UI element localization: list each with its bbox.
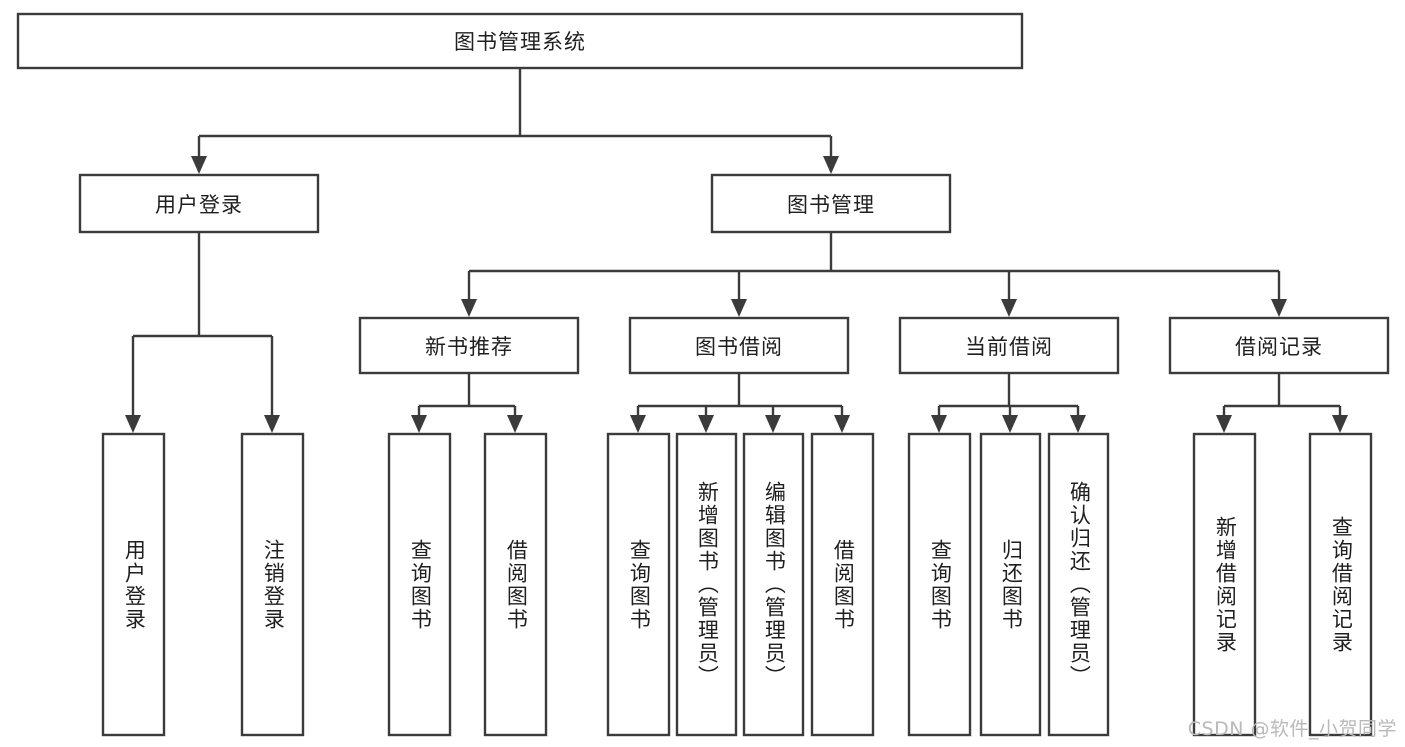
watermark-text: CSDN @软件_小贺同学	[1187, 718, 1397, 740]
arrow-head	[931, 415, 947, 433]
arrow-head	[630, 415, 646, 433]
node-box-root[interactable]	[16, 12, 1024, 70]
arrow-head	[765, 415, 781, 433]
connector-conn-borrow-bus	[636, 373, 844, 417]
node-box-leaf-query-book-recommend[interactable]	[387, 432, 452, 737]
arrow-head	[731, 299, 747, 317]
arrow-head	[1001, 299, 1017, 317]
arrow-head	[1332, 415, 1348, 433]
node-box-user-login[interactable]	[78, 173, 320, 234]
connector-layer	[125, 68, 1348, 433]
connector-conn-current-bus	[937, 373, 1080, 417]
arrow-head	[698, 415, 714, 433]
arrow-head	[125, 415, 141, 433]
connector-conn-root-bus	[197, 68, 833, 158]
node-box-leaf-logout[interactable]	[240, 432, 305, 737]
arrow-head	[461, 299, 477, 317]
arrow-head	[264, 415, 280, 433]
node-box-leaf-return-book[interactable]	[979, 432, 1042, 737]
node-box-leaf-add-book-admin[interactable]	[675, 432, 738, 737]
node-box-book-borrow[interactable]	[628, 316, 850, 375]
node-box-leaf-borrow-book-recommend[interactable]	[483, 432, 548, 737]
arrow-head	[507, 415, 523, 433]
connector-conn-recommend-bus	[417, 373, 517, 417]
arrow-head	[834, 415, 850, 433]
arrow-head	[411, 415, 427, 433]
connector-conn-record-bus	[1222, 373, 1342, 417]
node-box-current-borrow[interactable]	[898, 316, 1120, 375]
node-box-book-manage[interactable]	[710, 173, 952, 234]
node-box-leaf-borrow-book[interactable]	[810, 432, 875, 737]
connector-conn-userlogin-bus	[131, 232, 274, 417]
arrow-head	[1271, 299, 1287, 317]
arrow-head	[823, 156, 839, 174]
node-box-leaf-query-borrow-record[interactable]	[1308, 432, 1373, 737]
arrow-head	[1002, 415, 1018, 433]
arrow-head	[1216, 415, 1232, 433]
arrow-head	[1070, 415, 1086, 433]
node-box-leaf-edit-book-admin[interactable]	[742, 432, 805, 737]
node-box-leaf-user-login[interactable]	[101, 432, 166, 737]
node-box-borrow-record[interactable]	[1168, 316, 1390, 375]
connector-conn-bookmanage-bus	[467, 232, 1281, 301]
node-box-leaf-query-book-borrow[interactable]	[606, 432, 671, 737]
node-box-new-book-recommend[interactable]	[358, 316, 580, 375]
node-box-leaf-confirm-return-admin[interactable]	[1047, 432, 1110, 737]
node-box-leaf-query-book-current[interactable]	[907, 432, 972, 737]
node-box-leaf-add-borrow-record[interactable]	[1192, 432, 1257, 737]
box-layer	[16, 12, 1390, 737]
arrow-head	[191, 156, 207, 174]
